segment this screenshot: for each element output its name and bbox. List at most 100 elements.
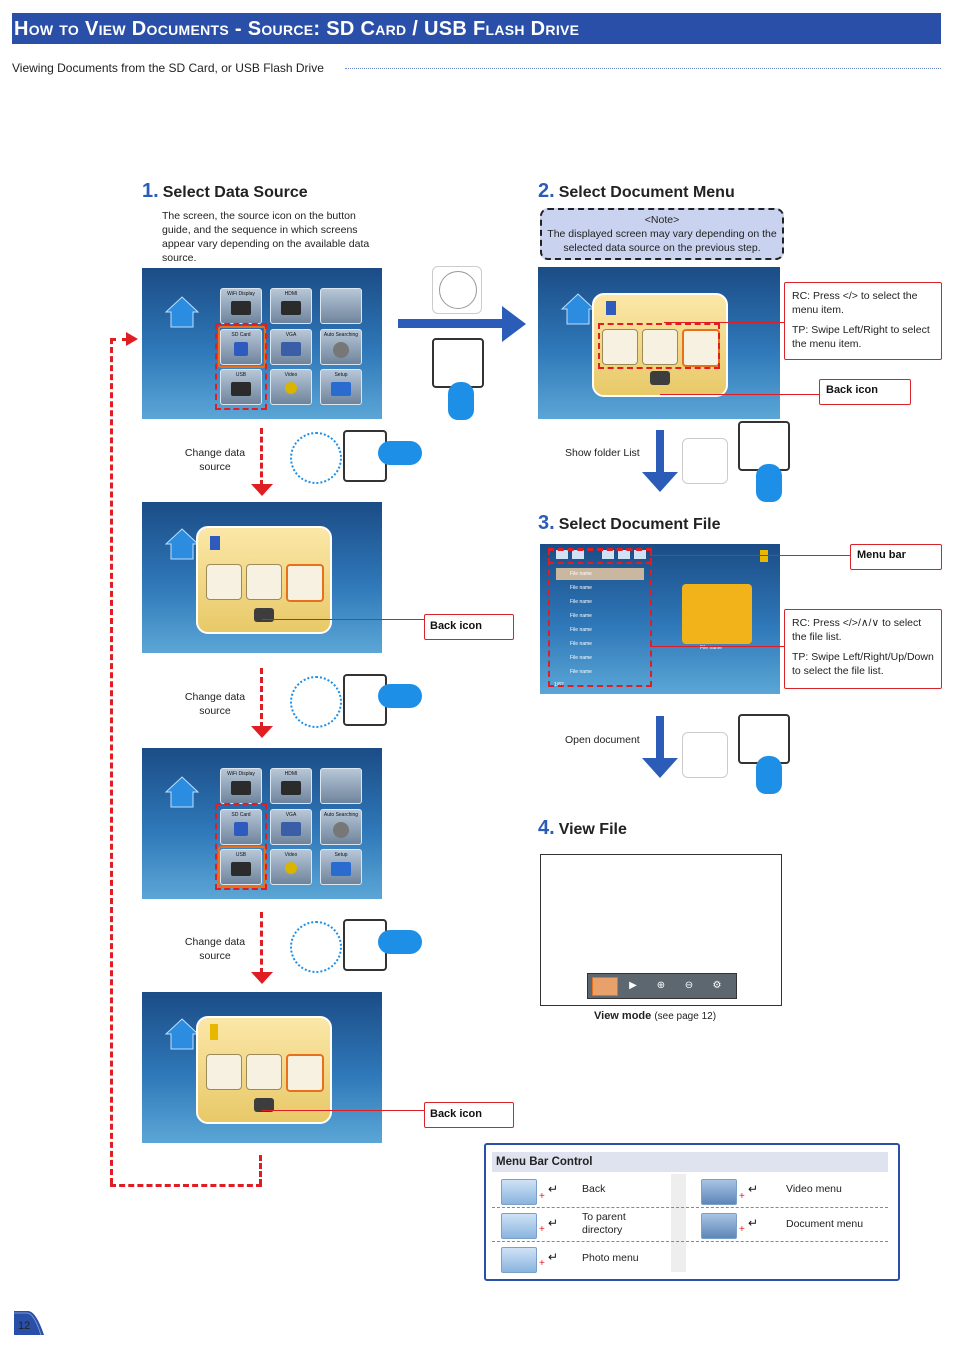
menu-bar-callout: Menu bar <box>850 544 942 570</box>
document-menu-icon <box>701 1213 737 1239</box>
menu-bar <box>554 550 646 560</box>
rc-remote-icon <box>682 438 728 484</box>
source-menu-screen-sd: WiFi Display HDMI SD Card VGA Auto Searc… <box>142 268 382 419</box>
open-document-label: Open document <box>565 734 640 746</box>
tap-hand-icon <box>756 756 782 794</box>
sd-card-icon <box>606 301 616 315</box>
back-menu-icon <box>501 1179 537 1205</box>
callout-line-back-1 <box>262 619 428 620</box>
tile-usb: USB <box>220 369 262 405</box>
home-icon <box>164 296 200 328</box>
document-menu-icon <box>286 1054 324 1092</box>
view-mode-toolbar: ▶ ⊕ ⊖ ⚙ <box>587 973 737 999</box>
home-icon <box>164 528 200 560</box>
sd-popup <box>196 526 332 634</box>
back-icon <box>254 608 274 622</box>
tile-setup: Setup <box>320 369 362 405</box>
file-list: File name File name File name File name … <box>556 568 644 680</box>
change-source-label-3: Change data source <box>184 936 246 962</box>
callout-line-filelist <box>650 646 786 647</box>
back-icon <box>592 977 618 996</box>
loop-line-bottom <box>110 1184 262 1187</box>
menu-item-back: Back <box>582 1183 606 1195</box>
step3-heading: 3.Select Document File <box>538 512 721 534</box>
tp-instruction-step3: TP: Swipe Left/Right/Up/Down to select t… <box>792 651 934 677</box>
step4-heading: 4.View File <box>538 817 627 839</box>
menu-highlight-box <box>598 323 720 369</box>
rc-remote-icon <box>432 266 482 314</box>
swipe-hand-icon-3 <box>378 930 422 954</box>
tap-hand-icon <box>756 464 782 502</box>
rc-dpad-1 <box>290 432 342 484</box>
video-menu-icon <box>642 329 678 365</box>
back-icon <box>650 371 670 385</box>
callout-line-menu <box>664 322 786 323</box>
home-icon <box>164 776 200 808</box>
change-source-label-1: Change data source <box>184 447 246 473</box>
tile-wifi-display: WiFi Display <box>220 768 262 804</box>
menu-item-photo: Photo menu <box>582 1252 639 1264</box>
tile-vga: VGA <box>270 809 312 845</box>
rc-instruction-step3: RC: Press </>/∧/∨ to select the file lis… <box>792 617 922 643</box>
loop-line-vertical <box>110 338 113 1184</box>
source-highlight-box <box>215 803 267 890</box>
tp-instruction-step2: TP: Swipe Left/Right to select the menu … <box>792 324 930 350</box>
back-icon-callout-2: Back icon <box>424 1102 514 1128</box>
usb-drive-icon <box>210 1024 218 1040</box>
page-title: How to View Documents - Source: SD Card … <box>14 18 580 40</box>
enter-icon: ↵ <box>748 1216 759 1230</box>
tp-touchpad-icon <box>432 338 484 388</box>
red-arrowhead-2 <box>251 726 273 738</box>
row-divider-2 <box>492 1241 888 1242</box>
blue-arrow-down-2 <box>642 716 678 778</box>
photo-menu-icon <box>602 329 638 365</box>
dotted-rule <box>345 68 941 69</box>
tile-sd-card: SD Card <box>220 809 262 845</box>
menu-item-parent-directory: To parent directory <box>582 1211 626 1236</box>
enter-icon: ↵ <box>548 1182 559 1196</box>
photo-menu-icon <box>206 1054 242 1090</box>
enter-icon: ↵ <box>548 1250 559 1264</box>
back-icon-callout-1: Back icon <box>424 614 514 640</box>
step1-description: The screen, the source icon on the butto… <box>162 210 370 264</box>
tile-vga: VGA <box>270 329 312 365</box>
back-icon <box>254 1098 274 1112</box>
tile-video: Video <box>270 849 312 885</box>
zoom-in-icon: ⊕ <box>656 980 666 991</box>
parent-directory-icon <box>501 1213 537 1239</box>
tile-hdmi: HDMI <box>270 288 312 324</box>
page-header-bar <box>12 13 941 44</box>
step1-heading: 1.Select Data Source <box>142 180 308 202</box>
folder-icon <box>682 584 752 644</box>
note-box: <Note> The displayed screen may vary dep… <box>540 208 784 260</box>
menu-item-document: Document menu <box>786 1218 864 1230</box>
home-icon <box>560 293 596 325</box>
callout-line-back-2 <box>262 1110 428 1111</box>
page-number-tab <box>14 1311 44 1335</box>
row-divider-1 <box>492 1207 888 1208</box>
tap-hand-icon <box>448 382 474 420</box>
callout-line-back-3 <box>660 394 820 395</box>
tile-setup: Setup <box>320 849 362 885</box>
swipe-hand-icon-2 <box>378 684 422 708</box>
zoom-out-icon: ⊖ <box>684 980 694 991</box>
back-icon-callout-3: Back icon <box>819 379 911 405</box>
loop-line-up <box>259 1155 262 1185</box>
video-menu-icon <box>701 1179 737 1205</box>
page-subtitle: Viewing Documents from the SD Card, or U… <box>12 61 324 75</box>
red-dash-down-1 <box>260 428 263 486</box>
tile-wifi-display: WiFi Display <box>220 288 262 324</box>
swipe-hand-icon-1 <box>378 441 422 465</box>
enter-icon: ↵ <box>748 1182 759 1196</box>
loop-line-top <box>110 338 128 341</box>
file-name-preview: File name <box>700 645 722 651</box>
menu-bar-control-title: Menu Bar Control <box>492 1152 888 1172</box>
file-list-highlight <box>548 549 652 687</box>
source-highlight-box <box>215 323 267 410</box>
step2-heading: 2.Select Document Menu <box>538 180 735 202</box>
menu-item-video: Video menu <box>786 1183 842 1195</box>
photo-menu-icon <box>206 564 242 600</box>
red-dash-down-2 <box>260 668 263 728</box>
page-number: 12 <box>18 1320 31 1332</box>
tile-empty <box>320 768 362 804</box>
